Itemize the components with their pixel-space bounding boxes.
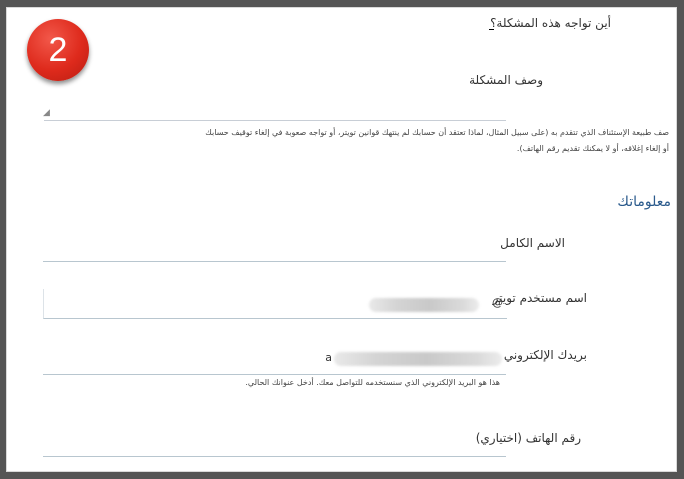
- description-help-text: صف طبيعة الإستئناف الذي تتقدم به (على سب…: [29, 125, 669, 157]
- redacted-email: [334, 352, 502, 366]
- redacted-username: [369, 298, 479, 312]
- at-prefix: @: [492, 296, 503, 309]
- twitter-username-input[interactable]: @: [43, 289, 507, 319]
- full-name-input[interactable]: [43, 233, 506, 262]
- description-help-line-1: صف طبيعة الإستئناف الذي تتقدم به (على سب…: [205, 128, 669, 137]
- description-label: وصف المشكلة: [469, 73, 543, 87]
- section-title-your-info: معلوماتك: [617, 194, 671, 210]
- email-input[interactable]: a: [43, 347, 506, 375]
- phone-input[interactable]: [43, 428, 506, 457]
- email-visible-char: a: [325, 351, 332, 364]
- email-help-text: هذا هو البريد الإلكتروني الذي سنستخدمه ل…: [245, 378, 500, 387]
- twitter-username-label: اسم مستخدم تويتر: [492, 291, 587, 305]
- description-textarea[interactable]: [44, 120, 506, 121]
- description-help-line-2: أو إلغاء إغلاقه، أو لا يمكنك تقديم رقم ا…: [516, 144, 669, 153]
- problem-location-label: أين تواجه هذه المشكلة؟: [490, 16, 611, 30]
- phone-label: رقم الهاتف (اختياري): [475, 431, 581, 445]
- full-name-label: الاسم الكامل: [500, 236, 565, 250]
- form-panel: 2 أين تواجه هذه المشكلة؟ وصف المشكلة ◢ ص…: [6, 7, 677, 472]
- problem-location-select[interactable]: [489, 29, 494, 30]
- step-badge: 2: [27, 19, 89, 81]
- resize-handle-icon[interactable]: ◢: [43, 108, 50, 118]
- email-label: بريدك الإلكتروني: [503, 348, 587, 362]
